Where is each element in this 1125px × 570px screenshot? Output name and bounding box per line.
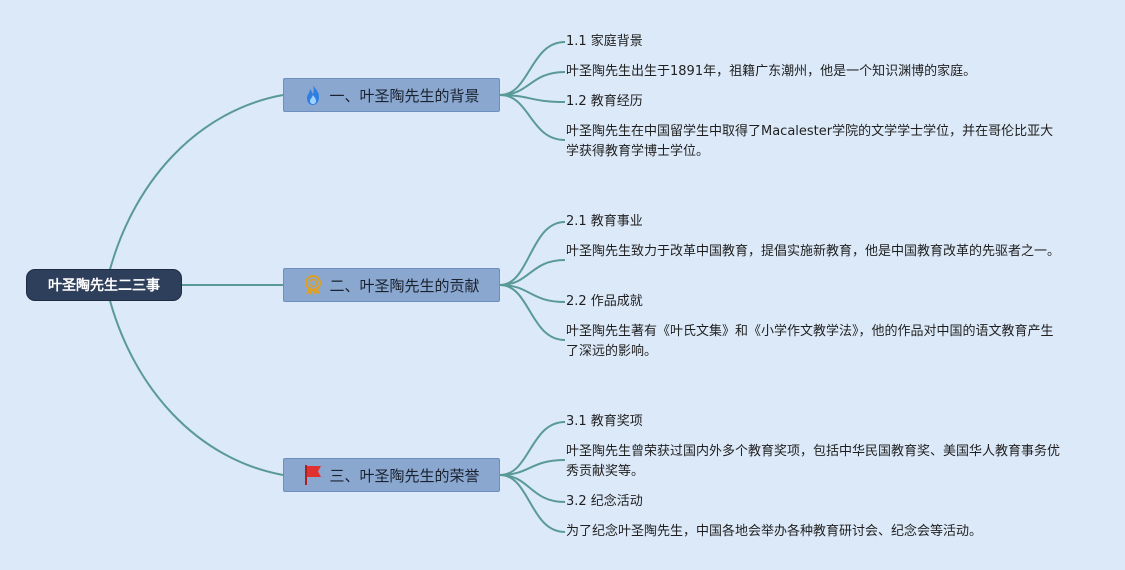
leaf-topic[interactable]: 2.1 教育事业 [566,214,643,229]
leaf-topic[interactable]: 为了纪念叶圣陶先生，中国各地会举办各种教育研讨会、纪念会等活动。 [566,524,983,539]
root-topic[interactable]: 叶圣陶先生二三事 [26,269,182,301]
branch-topic-honors[interactable]: 三、叶圣陶先生的荣誉 [283,458,500,492]
leaf-topic[interactable]: 3.2 纪念活动 [566,494,643,509]
connector-b2-l1 [499,221,566,286]
branch-topic-label: 一、叶圣陶先生的背景 [329,86,480,105]
connector-b1-l1 [499,41,566,96]
connector-b3-l2 [499,459,566,476]
branch-topic-background[interactable]: 一、叶圣陶先生的背景 [283,78,500,112]
leaf-topic[interactable]: 2.2 作品成就 [566,294,643,309]
connector-root-branch-3 [105,284,284,476]
connector-b1-l4 [499,94,566,141]
root-topic-label: 叶圣陶先生二三事 [48,278,160,294]
connector-b2-l4 [499,284,566,341]
leaf-topic[interactable]: 叶圣陶先生在中国留学生中取得了Macalester学院的文学学士学位，并在哥伦比… [566,124,1054,159]
red-flag-icon [303,464,323,486]
leaf-topic[interactable]: 叶圣陶先生致力于改革中国教育，提倡实施新教育，他是中国教育改革的先驱者之一。 [566,244,1061,259]
connector-b2-l3 [499,284,566,303]
connector-root-branch-1 [105,94,284,286]
connector-b3-l4 [499,474,566,533]
leaf-topic[interactable]: 1.2 教育经历 [566,94,643,109]
leaf-topic[interactable]: 1.1 家庭背景 [566,34,643,49]
connector-b1-l2 [499,71,566,96]
leaf-topic[interactable]: 叶圣陶先生出生于1891年，祖籍广东潮州，他是一个知识渊博的家庭。 [566,64,977,79]
branch-topic-label: 二、叶圣陶先生的贡献 [329,276,480,295]
flame-icon [303,84,323,106]
connector-b3-l3 [499,474,566,503]
branch-topic-contribution[interactable]: 二、叶圣陶先生的贡献 [283,268,500,302]
medal-icon [303,274,323,296]
leaf-topic[interactable]: 叶圣陶先生曾荣获过国内外多个教育奖项，包括中华民国教育奖、美国华人教育事务优秀贡… [566,444,1061,479]
connector-b3-l1 [499,421,566,476]
connector-b2-l2 [499,259,566,286]
leaf-topic[interactable]: 叶圣陶先生著有《叶氏文集》和《小学作文教学法》，他的作品对中国的语文教育产生了深… [566,324,1054,359]
leaf-topic[interactable]: 3.1 教育奖项 [566,414,643,429]
branch-topic-label: 三、叶圣陶先生的荣誉 [329,466,480,485]
